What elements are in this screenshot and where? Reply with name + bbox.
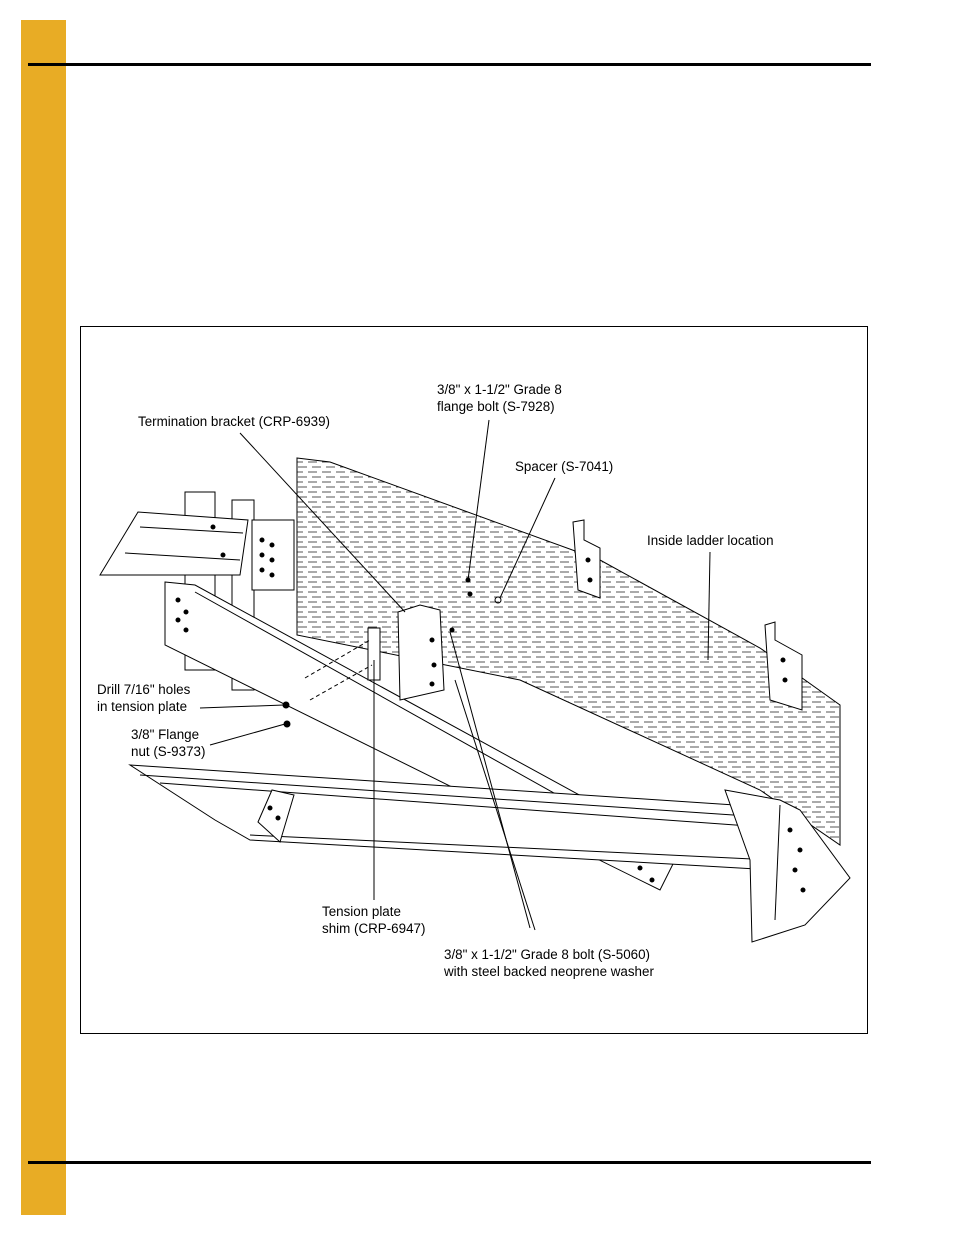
- inside-ladder-callout: Inside ladder location: [647, 532, 774, 549]
- flange-bolt-callout: 3/8" x 1-1/2" Grade 8 flange bolt (S-792…: [437, 381, 562, 415]
- drill-holes-callout: Drill 7/16" holes in tension plate: [97, 681, 190, 715]
- tension-shim-callout: Tension plate shim (CRP-6947): [322, 903, 425, 937]
- spacer-callout: Spacer (S-7041): [515, 458, 613, 475]
- grade8-bolt-callout: 3/8" x 1-1/2" Grade 8 bolt (S-5060) with…: [444, 946, 654, 980]
- upper-left-beam: [100, 512, 248, 575]
- flange-nut-callout: 3/8" Flange nut (S-9373): [131, 726, 205, 760]
- termination-bracket-callout: Termination bracket (CRP-6939): [138, 413, 330, 430]
